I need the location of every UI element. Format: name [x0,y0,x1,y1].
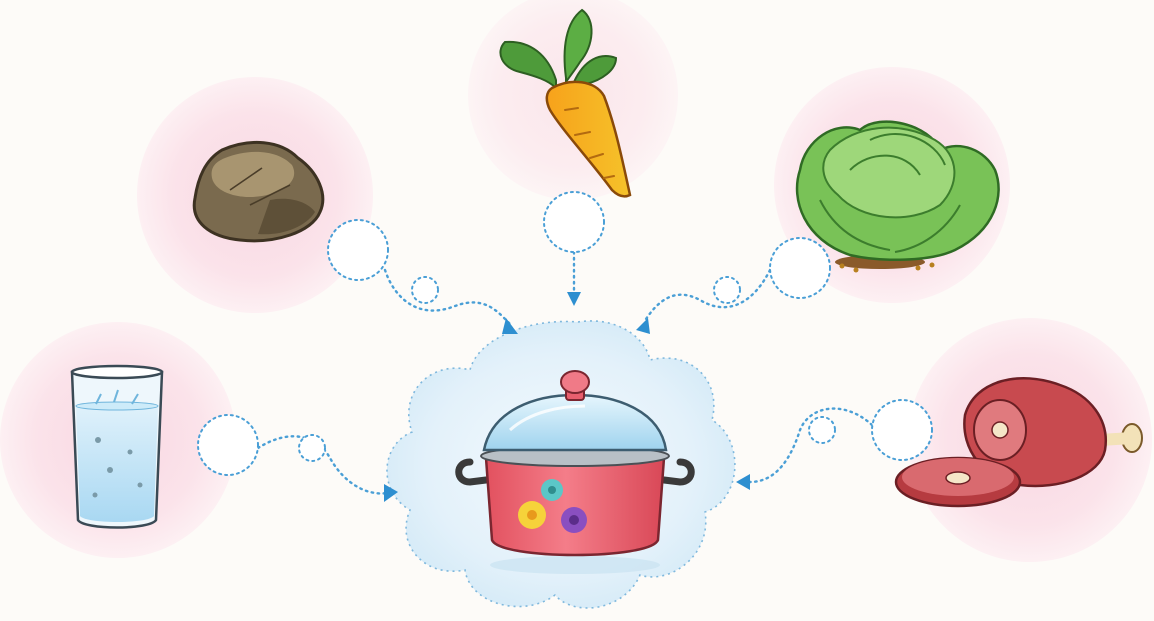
water-glass-illustration [72,366,162,528]
ring-cabbage-large [770,238,830,298]
ring-meat-small [809,417,835,443]
ring-stone-large [328,220,388,280]
ring-water-large [198,415,258,475]
arrowhead-stone [502,318,518,334]
ring-carrot-large [544,192,604,252]
connector-meat [750,409,872,482]
ring-stone-small [412,277,438,303]
ring-meat-large [872,400,932,460]
connector-stone [385,270,510,324]
arrowhead-cabbage [636,318,650,334]
arrowhead-carrot [567,292,581,306]
connector-cabbage [644,270,770,322]
ring-water-small [299,435,325,461]
ring-cabbage-small [714,277,740,303]
arrowhead-meat [736,474,750,490]
